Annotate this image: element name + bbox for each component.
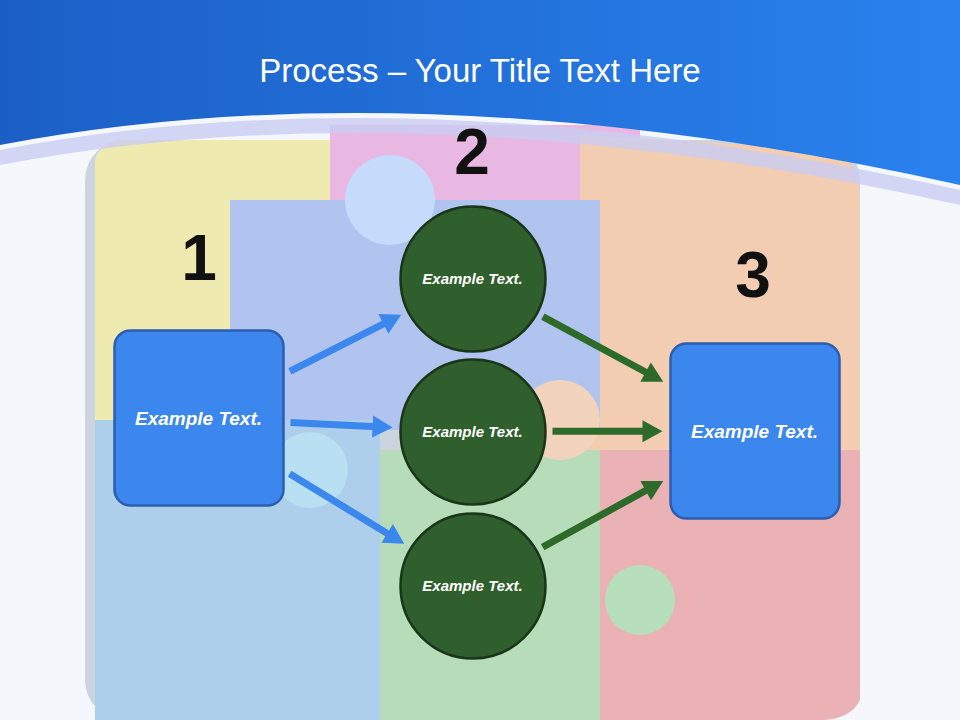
arrow-head xyxy=(640,481,663,500)
flow-arrow xyxy=(290,474,391,536)
shape-fill xyxy=(400,359,545,504)
process-circle: Example Text. xyxy=(399,358,547,506)
step-number: 2 xyxy=(454,120,490,184)
shape-fill xyxy=(400,206,545,351)
puzzle-cube xyxy=(85,125,860,720)
process-circle: Example Text. xyxy=(399,205,547,353)
arrow-head xyxy=(640,362,663,381)
flow-arrow xyxy=(290,423,376,427)
shape-fill xyxy=(670,344,839,519)
arrow-head xyxy=(642,420,662,442)
process-circle: Example Text. xyxy=(399,512,547,660)
node-text: Example Text. xyxy=(402,574,542,597)
arrow-head xyxy=(378,314,401,334)
arrow-head xyxy=(381,524,404,544)
slide-title: Process – Your Title Text Here xyxy=(0,52,960,90)
node-text: Example Text. xyxy=(677,417,832,446)
node-text: Example Text. xyxy=(402,267,542,290)
node-text: Example Text. xyxy=(402,420,542,443)
arrow-head xyxy=(372,416,393,438)
shape-fill xyxy=(114,331,283,506)
step-number: 3 xyxy=(735,243,771,307)
step-number: 1 xyxy=(181,226,217,290)
flow-arrow xyxy=(543,489,650,547)
flow-arrow xyxy=(290,322,387,371)
process-box: Example Text. xyxy=(669,342,841,520)
node-text: Example Text. xyxy=(121,404,276,433)
flow-arrow xyxy=(543,317,649,374)
shape-fill xyxy=(400,513,545,658)
process-box: Example Text. xyxy=(113,329,285,507)
flow-arrow xyxy=(552,428,646,435)
